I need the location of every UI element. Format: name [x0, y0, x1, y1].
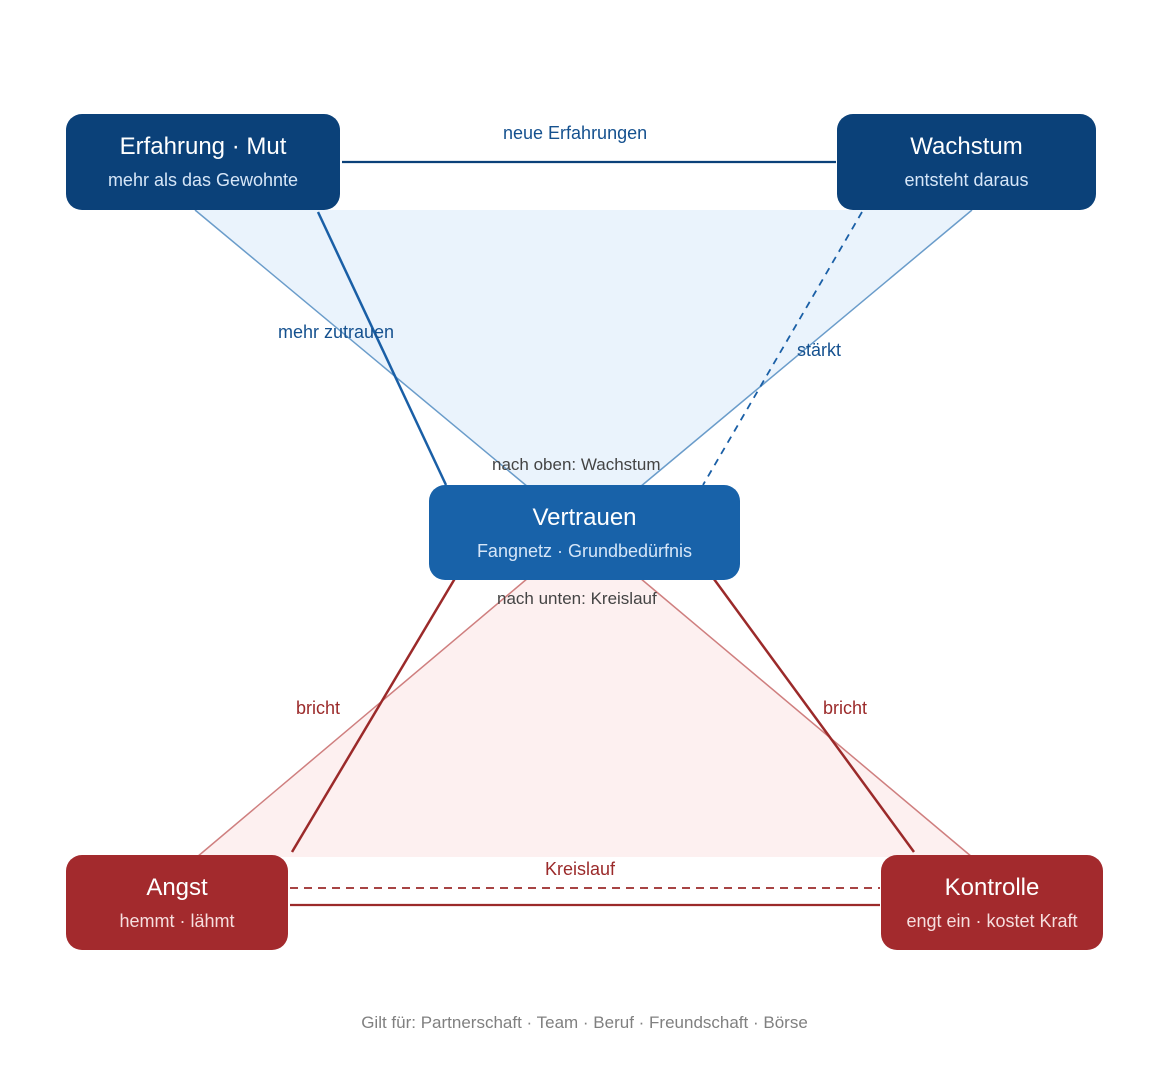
label-neue-erfahrungen: neue Erfahrungen: [503, 123, 648, 143]
node-title: Vertrauen: [532, 503, 637, 531]
node-title: Erfahrung · Mut: [119, 133, 287, 160]
label-staerkt: stärkt: [797, 340, 842, 360]
node-angst: Angst hemmt · lähmt: [66, 855, 288, 950]
upper-triangle-right-edge: [639, 209, 973, 488]
node-erfahrung-mut: Erfahrung · Mut mehr als das Gewohnte: [66, 114, 340, 210]
upper-triangle-left-edge: [194, 209, 529, 488]
arrow-vertrauen-to-angst: [290, 574, 459, 853]
node-subtitle: mehr als das Gewohnte: [107, 170, 299, 190]
node-title: Angst: [146, 873, 208, 901]
upper-triangle-area: [195, 210, 972, 487]
node-subtitle: entsteht daraus: [904, 170, 1029, 190]
node-kontrolle: Kontrolle engt ein · kostet Kraft: [881, 855, 1103, 950]
lower-triangle-left-edge: [196, 577, 529, 858]
label-bricht-right: bricht: [823, 698, 868, 718]
arrow-wachstum-to-vertrauen-dashed: [702, 211, 863, 486]
arrow-vertrauen-to-kontrolle: [709, 574, 916, 853]
lower-triangle-right-edge: [639, 577, 973, 858]
node-subtitle: Fangnetz · Grundbedürfnis: [476, 540, 693, 561]
label-bricht-left: bricht: [296, 698, 341, 718]
node-vertrauen: Vertrauen Fangnetz · Grundbedürfnis: [429, 485, 740, 580]
node-wachstum: Wachstum entsteht daraus: [837, 114, 1096, 210]
label-mehr-zutrauen: mehr zutrauen: [278, 322, 395, 342]
node-title: Wachstum: [910, 133, 1023, 160]
label-kreislauf: Kreislauf: [545, 859, 616, 879]
node-subtitle: hemmt · lähmt: [119, 910, 235, 931]
node-title: Kontrolle: [944, 873, 1040, 901]
label-nach-oben: nach oben: Wachstum: [492, 455, 661, 474]
node-subtitle: engt ein · kostet Kraft: [906, 910, 1078, 931]
lower-triangle-area: [197, 578, 972, 857]
label-nach-unten: nach unten: Kreislauf: [497, 589, 657, 608]
footer-note: Gilt für: Partnerschaft · Team · Beruf ·…: [361, 1013, 808, 1032]
arrow-erfahrung-to-vertrauen: [316, 211, 448, 486]
